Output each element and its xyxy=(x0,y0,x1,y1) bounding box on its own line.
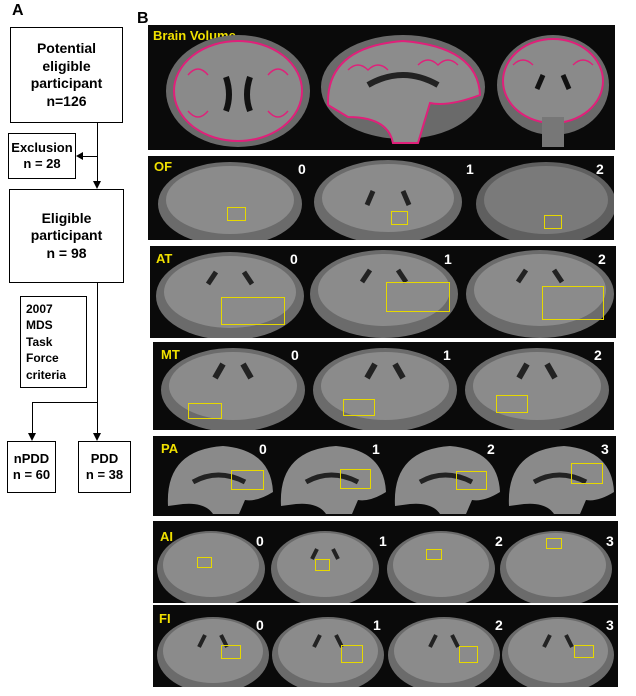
exclusion-box: Exclusion n = 28 xyxy=(8,133,76,179)
box-line: n = 28 xyxy=(23,156,61,171)
at-row-scans xyxy=(156,250,614,338)
mt-score-label: 1 xyxy=(443,347,451,363)
box-line: n = 38 xyxy=(85,467,124,482)
pa-score-label: 2 xyxy=(487,441,495,457)
ai-roi-box xyxy=(426,549,442,560)
pa-roi-box xyxy=(571,463,603,484)
box-line: criteria xyxy=(26,367,67,382)
of-score-label: 2 xyxy=(596,161,604,177)
potential-participant-box: Potential eligible participant n=126 xyxy=(10,27,123,123)
at-roi-box xyxy=(221,297,285,325)
box-line: Task xyxy=(26,334,53,349)
panel-label-b: B xyxy=(137,10,149,27)
of-roi-box xyxy=(227,207,246,221)
at-roi-box xyxy=(542,286,604,320)
pa-roi-box xyxy=(231,470,264,490)
box-line: eligible xyxy=(42,57,91,74)
pdd-box: PDD n = 38 xyxy=(78,441,131,493)
pa-roi-box xyxy=(456,471,487,490)
flow-line xyxy=(97,283,99,433)
of-row-panel: OF 0 1 2 xyxy=(148,156,614,240)
of-row-label: OF xyxy=(154,159,173,174)
fi-roi-box xyxy=(221,645,241,659)
arrow-down-icon xyxy=(28,433,36,441)
flow-line xyxy=(80,156,97,158)
at-roi-box xyxy=(386,282,450,312)
arrow-down-icon xyxy=(93,433,101,441)
box-line: n = 98 xyxy=(46,244,87,261)
flow-line xyxy=(32,402,34,433)
at-row-label: AT xyxy=(156,251,173,266)
fi-roi-box xyxy=(341,645,363,663)
mt-score-label: 2 xyxy=(594,347,602,363)
pa-score-label: 1 xyxy=(372,441,380,457)
ai-roi-box xyxy=(197,557,212,568)
fi-row-panel: FI 0 1 2 3 xyxy=(153,605,618,687)
box-line: MDS xyxy=(26,318,53,333)
mt-roi-box xyxy=(343,399,375,416)
flow-line xyxy=(32,402,98,404)
box-line: participant xyxy=(30,75,103,91)
at-score-label: 2 xyxy=(598,251,606,267)
fi-roi-box xyxy=(574,645,594,658)
pa-score-label: 0 xyxy=(259,441,267,457)
mt-row-label: MT xyxy=(161,347,180,362)
ai-row-label: AI xyxy=(160,529,173,544)
box-line: Force xyxy=(26,351,59,366)
box-line: Eligible xyxy=(41,209,92,226)
fi-score-label: 1 xyxy=(373,617,381,633)
box-line: 2007 xyxy=(26,301,53,316)
pa-roi-box xyxy=(340,469,371,489)
ai-roi-box xyxy=(546,538,562,549)
of-score-label: 0 xyxy=(298,161,306,177)
of-roi-box xyxy=(391,211,408,225)
box-line: n = 60 xyxy=(12,467,51,482)
mt-score-label: 0 xyxy=(291,347,299,363)
pa-row-panel: PA 0 1 2 3 xyxy=(153,436,616,516)
mt-roi-box xyxy=(188,403,222,419)
at-score-label: 0 xyxy=(290,251,298,267)
fi-row-scans xyxy=(157,617,614,687)
brain-volume-panel: Brain Volume xyxy=(148,25,615,150)
ai-score-label: 2 xyxy=(495,533,503,549)
pa-row-label: PA xyxy=(161,441,179,456)
fi-score-label: 2 xyxy=(495,617,503,633)
of-score-label: 1 xyxy=(466,161,474,177)
pa-score-label: 3 xyxy=(601,441,609,457)
arrow-down-icon xyxy=(93,181,101,189)
of-roi-box xyxy=(544,215,562,229)
eligible-participant-box: Eligible participant n = 98 xyxy=(9,189,124,283)
mt-row-scans xyxy=(161,348,609,430)
flow-line xyxy=(97,123,99,181)
ai-roi-box xyxy=(315,559,330,571)
brain-volume-scans xyxy=(166,35,609,147)
panel-label-a: A xyxy=(12,2,24,19)
mt-roi-box xyxy=(496,395,528,413)
npdd-box: nPDD n = 60 xyxy=(7,441,56,493)
at-score-label: 1 xyxy=(444,251,452,267)
box-line: PDD xyxy=(90,450,119,466)
fi-score-label: 3 xyxy=(606,617,614,633)
box-line: n=126 xyxy=(46,92,87,109)
at-row-panel: AT 0 1 2 xyxy=(150,246,616,338)
ai-row-scans xyxy=(157,531,612,603)
ai-score-label: 1 xyxy=(379,533,387,549)
ai-score-label: 3 xyxy=(606,533,614,549)
criteria-box: 2007 MDS Task Force criteria xyxy=(20,296,87,388)
mt-row-panel: MT 0 1 2 xyxy=(153,342,614,430)
of-row-scans xyxy=(158,160,614,240)
pa-row-scans xyxy=(167,446,614,514)
box-line: Exclusion xyxy=(11,139,73,155)
box-line: participant xyxy=(30,227,103,244)
arrow-left-icon xyxy=(76,152,83,160)
ai-score-label: 0 xyxy=(256,533,264,549)
ai-row-panel: AI 0 1 2 3 xyxy=(153,521,618,603)
box-line: nPDD xyxy=(13,450,50,466)
fi-row-label: FI xyxy=(159,611,171,626)
fi-roi-box xyxy=(459,646,478,663)
box-line: Potential xyxy=(36,40,97,56)
fi-score-label: 0 xyxy=(256,617,264,633)
